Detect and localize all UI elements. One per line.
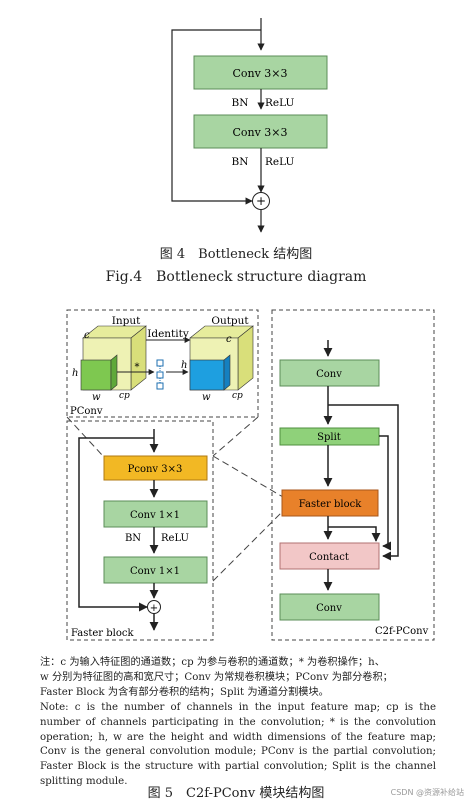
contact-box: [279, 542, 380, 570]
c2f-conv-top-box: [279, 359, 380, 387]
faster-block-panel-label: Faster block: [71, 628, 134, 639]
cp-in-label: cp: [119, 391, 130, 401]
cp-out-label: cp: [232, 391, 243, 401]
c2f-panel-label: C2f-PConv: [375, 626, 429, 637]
bn-label-1: BN: [232, 97, 249, 109]
pconv-panel: [66, 309, 259, 418]
add-symbol: +: [256, 194, 266, 208]
relu-label-1: ReLU: [265, 97, 295, 109]
conv-op-label: *: [135, 362, 140, 373]
input-cp-slice: [80, 359, 112, 391]
fb-add-symbol: +: [150, 603, 158, 614]
fb-bn-label: BN: [125, 533, 141, 544]
bottleneck-conv-bottom-label: Conv 3×3: [232, 126, 287, 139]
bottleneck-conv-top: [193, 55, 328, 90]
conv1x1-box-1: [103, 500, 208, 528]
h-in-label: h: [72, 368, 78, 379]
fig5-caption: 图 5 C2f-PConv 模块结构图: [147, 786, 325, 801]
c2f-panel: [271, 309, 435, 641]
c2f-conv-bottom-label: Conv: [316, 603, 342, 614]
note-en: Note: c is the number of channels in the…: [40, 702, 436, 787]
output-cp-slice: [189, 359, 225, 391]
split-label: Split: [317, 432, 341, 443]
conv1x1-label-2: Conv 1×1: [130, 566, 180, 577]
pconv-3x3-box: [103, 455, 208, 481]
contact-label: Contact: [309, 552, 349, 563]
input-label: Input: [112, 315, 141, 327]
identity-label: Identity: [147, 328, 189, 340]
w-out-label: w: [202, 392, 211, 403]
fb-relu-label: ReLU: [161, 533, 189, 544]
relu-label-2: ReLU: [265, 156, 295, 168]
faster-block-illustration: Pconv 3×3 Conv 1×1 BN ReLU Conv 1×1 + Fa…: [71, 429, 208, 639]
bottleneck-diagram: Conv 3×3 BN ReLU Conv 3×3 BN ReLU +: [171, 18, 328, 233]
c2f-pconv-diagram: Input Output Identity * c c h h w w cp c…: [66, 309, 435, 641]
h-out-label: h: [181, 360, 187, 371]
c2f-conv-bottom-box: [279, 593, 380, 621]
c-out-label: c: [226, 334, 232, 345]
c2f-conv-top-label: Conv: [316, 369, 342, 380]
c2f-faster-block-label: Faster block: [299, 499, 362, 510]
c2f-illustration: Conv Split Faster block Contact Conv C2f…: [279, 340, 429, 637]
watermark: CSDN @资源补给站: [390, 788, 464, 797]
note-cn-line-1: 注：c 为输入特征图的通道数；cp 为参与卷积的通道数；* 为卷积操作；h、: [40, 657, 385, 668]
note-cn-line-3: Faster Block 为含有部分卷积的结构；Split 为通道分割模块。: [40, 687, 329, 698]
c-in-label: c: [84, 330, 90, 341]
conv1x1-label-1: Conv 1×1: [130, 510, 180, 521]
output-label: Output: [211, 315, 249, 327]
bottleneck-conv-top-label: Conv 3×3: [232, 67, 287, 80]
bn-label-2: BN: [232, 156, 249, 168]
pconv-3x3-label: Pconv 3×3: [128, 464, 183, 475]
conv1x1-box-2: [103, 556, 208, 584]
note-cn-line-2: w 分别为特征图的高和宽尺寸；Conv 为常规卷积模块；PConv 为部分卷积；: [40, 672, 393, 683]
fig4-caption-cn: 图 4 Bottleneck 结构图: [159, 247, 313, 262]
w-in-label: w: [92, 392, 101, 403]
c2f-faster-block-box: [281, 489, 379, 517]
fig4-caption-en: Fig.4 Bottleneck structure diagram: [105, 269, 367, 285]
pconv-illustration: Input Output Identity * c c h h w w cp c…: [70, 315, 254, 417]
pconv-panel-label: PConv: [70, 406, 103, 417]
faster-block-panel: [66, 420, 214, 641]
